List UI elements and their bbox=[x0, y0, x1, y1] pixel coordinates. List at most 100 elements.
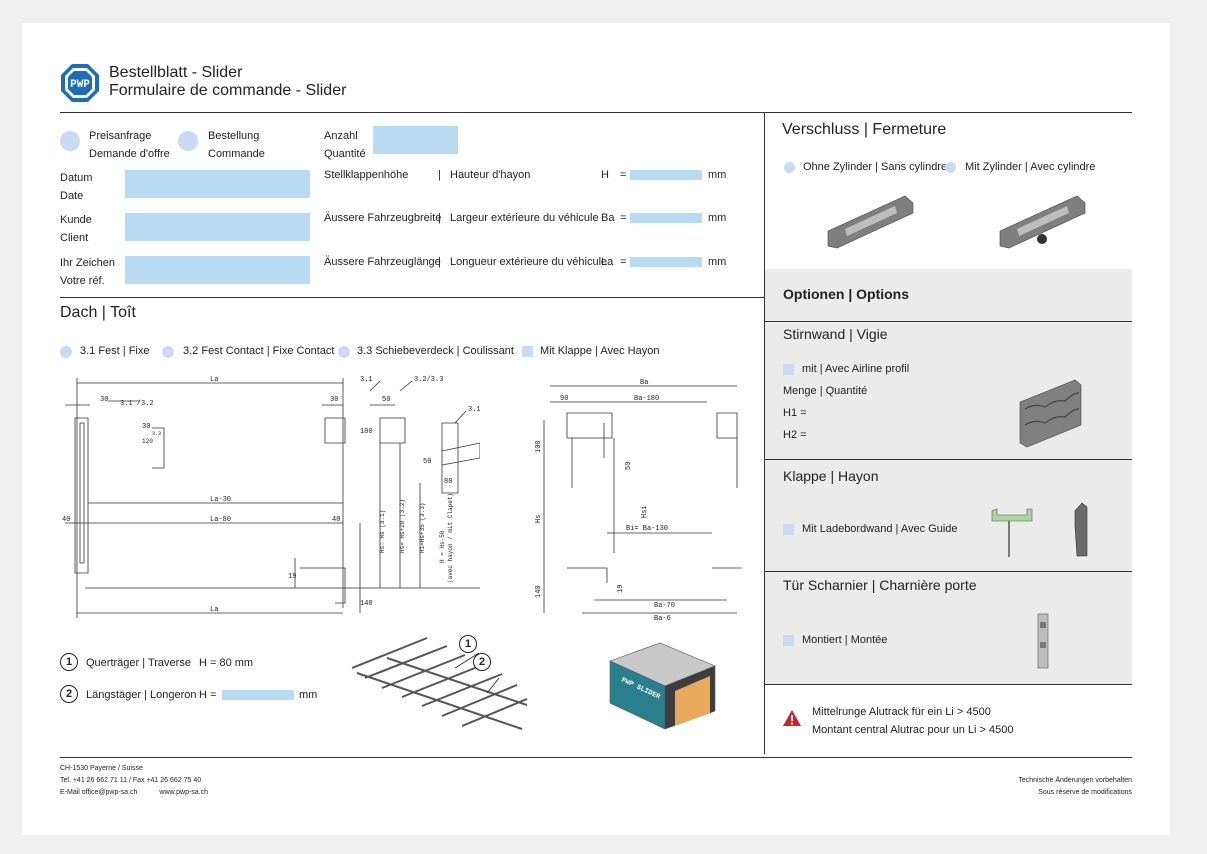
dim-120: 120 bbox=[142, 438, 153, 445]
checkbox-with-flap[interactable] bbox=[522, 346, 533, 357]
dim-50: 50 bbox=[625, 462, 633, 470]
reference-input[interactable] bbox=[125, 256, 310, 284]
callout: 3.1 /3.2 bbox=[120, 400, 154, 408]
dim-50: 50 bbox=[423, 458, 431, 466]
longbeam-callout: 2 bbox=[473, 653, 491, 671]
loading-guide-label: Mit Ladebordwand | Avec Guide bbox=[802, 523, 958, 535]
roof-option-label: Mit Klappe | Avec Hayon bbox=[540, 345, 660, 357]
dim-hs: Hs: Hs (3.1) bbox=[379, 510, 386, 553]
client-input[interactable] bbox=[125, 213, 310, 241]
footer-note-de: Technische Änderungen vorbehalten bbox=[1018, 777, 1132, 784]
dim-label-de: Stellklappenhöhe bbox=[324, 169, 409, 181]
roof-option-label: 3.2 Fest Contact | Fixe Contact bbox=[183, 345, 335, 357]
footer-phone: Tel. +41 26 662 71 11 / Fax +41 26 662 7… bbox=[60, 777, 202, 784]
dimension-row: Äussere Fahrzeugbreite | Largeur extérie… bbox=[324, 212, 744, 230]
separator: | bbox=[438, 169, 441, 181]
order-label: Bestellung bbox=[208, 130, 260, 142]
callout: 3.1 bbox=[360, 376, 373, 384]
length-input[interactable] bbox=[630, 257, 702, 267]
quantity-input[interactable] bbox=[373, 126, 458, 154]
dim-80: 80 bbox=[444, 478, 452, 486]
footer-email[interactable]: E-Mail office@pwp-sa.ch bbox=[60, 789, 138, 796]
reference-label: Ihr Zeichen bbox=[60, 257, 116, 269]
hinge-panel bbox=[765, 572, 1132, 684]
checkbox-loading-guide[interactable] bbox=[783, 524, 794, 535]
dim-100: 100 bbox=[535, 440, 543, 453]
date-input[interactable] bbox=[125, 170, 310, 198]
callout: 3.2/3.3 bbox=[414, 376, 443, 384]
longbeam-height-input[interactable] bbox=[222, 690, 294, 700]
dim-30: 30 bbox=[330, 396, 338, 404]
slider-product-image: PWP SLIDER bbox=[609, 642, 716, 730]
warning-line-1: Mittelrunge Alutrack für ein Li > 4500 bbox=[812, 706, 991, 718]
longbeam-unit: mm bbox=[299, 689, 318, 701]
hinge-title: Tür Scharnier | Charnière porte bbox=[783, 577, 977, 593]
radio-roof-contact[interactable] bbox=[162, 346, 174, 358]
warning-icon bbox=[783, 710, 801, 726]
dim-ba180: Ba-180 bbox=[634, 395, 659, 403]
crossbeam-value: H = 80 mm bbox=[199, 657, 254, 669]
dim-symbol: La bbox=[601, 256, 614, 268]
dim-30: 30 bbox=[100, 396, 108, 404]
date-label: Datum bbox=[60, 172, 93, 184]
side-section-drawing: La La La-30 La-80 30 30 50 40 40 30 120 … bbox=[62, 376, 480, 618]
checkbox-airline-profile[interactable] bbox=[783, 364, 794, 375]
unit: mm bbox=[708, 169, 727, 181]
lock-without-cylinder-image bbox=[827, 195, 914, 249]
crossbeam-label: Querträger | Traverse bbox=[86, 657, 191, 669]
flap-title: Klappe | Hayon bbox=[783, 468, 879, 484]
radio-lock-cylinder[interactable] bbox=[945, 162, 956, 173]
dim-50: 50 bbox=[382, 396, 390, 404]
callout: 3.3 bbox=[152, 431, 161, 437]
dimension-row: Stellklappenhöhe | Hauteur d'hayon H = m… bbox=[324, 169, 744, 187]
warning-line-2: Montant central Alutrac pour un Li > 450… bbox=[812, 724, 1014, 736]
order-form-sheet: PWP Bestellblatt - Slider Formulaire de … bbox=[22, 23, 1170, 835]
height-input[interactable] bbox=[630, 170, 702, 180]
options-title: Optionen | Options bbox=[783, 286, 910, 302]
loading-guide-image bbox=[991, 502, 1088, 557]
footer-website[interactable]: www.pwp-sa.ch bbox=[159, 789, 209, 796]
dim-la30: La-30 bbox=[210, 496, 231, 504]
dim-la80: La-80 bbox=[210, 516, 231, 524]
roof-option-label: 3.1 Fest | Fixe bbox=[80, 345, 150, 357]
front-wall-title: Stirnwand | Vigie bbox=[783, 326, 888, 342]
radio-order[interactable] bbox=[178, 131, 198, 151]
cross-section-drawing: Ba Ba-180 90 Bi= Ba-130 Ba-6 Ba-70 100 H… bbox=[535, 379, 742, 623]
options-header-bg bbox=[765, 269, 1132, 321]
longbeam-h-label: H = bbox=[199, 689, 217, 701]
radio-roof-sliding[interactable] bbox=[338, 346, 350, 358]
dim-bi: Bi= Ba-130 bbox=[626, 525, 668, 533]
roof-title: Dach | Toît bbox=[60, 304, 136, 321]
checkbox-hinge-mounted[interactable] bbox=[783, 635, 794, 646]
airline-profile-image bbox=[1019, 379, 1082, 448]
lock-option-label: Ohne Zylinder | Sans cylindre bbox=[803, 161, 948, 173]
separator: | bbox=[438, 212, 441, 224]
dim-label-de: Äussere Fahrzeuglänge bbox=[324, 256, 441, 268]
radio-roof-fixed[interactable] bbox=[60, 346, 72, 358]
radio-inquiry[interactable] bbox=[60, 131, 80, 151]
dim-hsi: Hsi bbox=[641, 505, 649, 518]
inquiry-label: Preisanfrage bbox=[89, 130, 152, 142]
door-hinge-image bbox=[1037, 613, 1049, 669]
dim-30: 30 bbox=[142, 423, 150, 431]
dim-symbol: Ba bbox=[601, 212, 615, 224]
quantity-label: Anzahl bbox=[324, 130, 358, 142]
callout: 3.1 bbox=[468, 406, 480, 414]
equals: = bbox=[620, 256, 627, 268]
front-wall-h2-label: H2 = bbox=[783, 429, 807, 441]
roof-frame-illustration bbox=[351, 637, 528, 730]
dim-la: La bbox=[210, 606, 218, 614]
client-label-fr: Client bbox=[60, 232, 89, 244]
footer-note-fr: Sous réserve de modifications bbox=[1038, 789, 1132, 796]
dim-symbol: H bbox=[601, 169, 609, 181]
dim-h: H = Hs-50 bbox=[439, 530, 446, 563]
crossbeam-marker: 1 bbox=[60, 653, 78, 671]
dim-h-note: (avec hayon / mit Clapet) bbox=[447, 493, 454, 583]
width-input[interactable] bbox=[630, 213, 702, 223]
dimension-row: Äussere Fahrzeuglänge | Longueur extérie… bbox=[324, 256, 744, 274]
radio-lock-no-cylinder[interactable] bbox=[784, 162, 795, 173]
title-de: Bestellblatt - Slider bbox=[109, 64, 243, 81]
unit: mm bbox=[708, 212, 727, 224]
flap-panel bbox=[765, 460, 1132, 571]
dim-19: 19 bbox=[288, 573, 296, 581]
